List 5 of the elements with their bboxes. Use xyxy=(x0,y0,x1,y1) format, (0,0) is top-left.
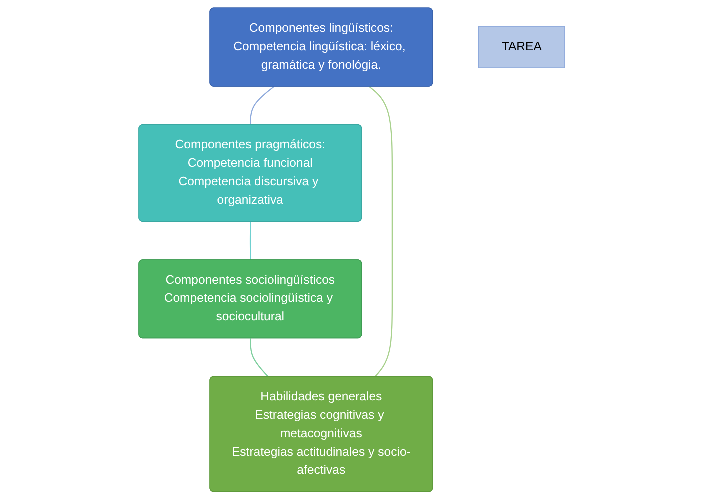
connector xyxy=(250,338,269,378)
node-box: TAREA xyxy=(478,26,566,68)
connector xyxy=(250,222,252,260)
connector xyxy=(250,86,274,126)
connector xyxy=(369,86,394,378)
